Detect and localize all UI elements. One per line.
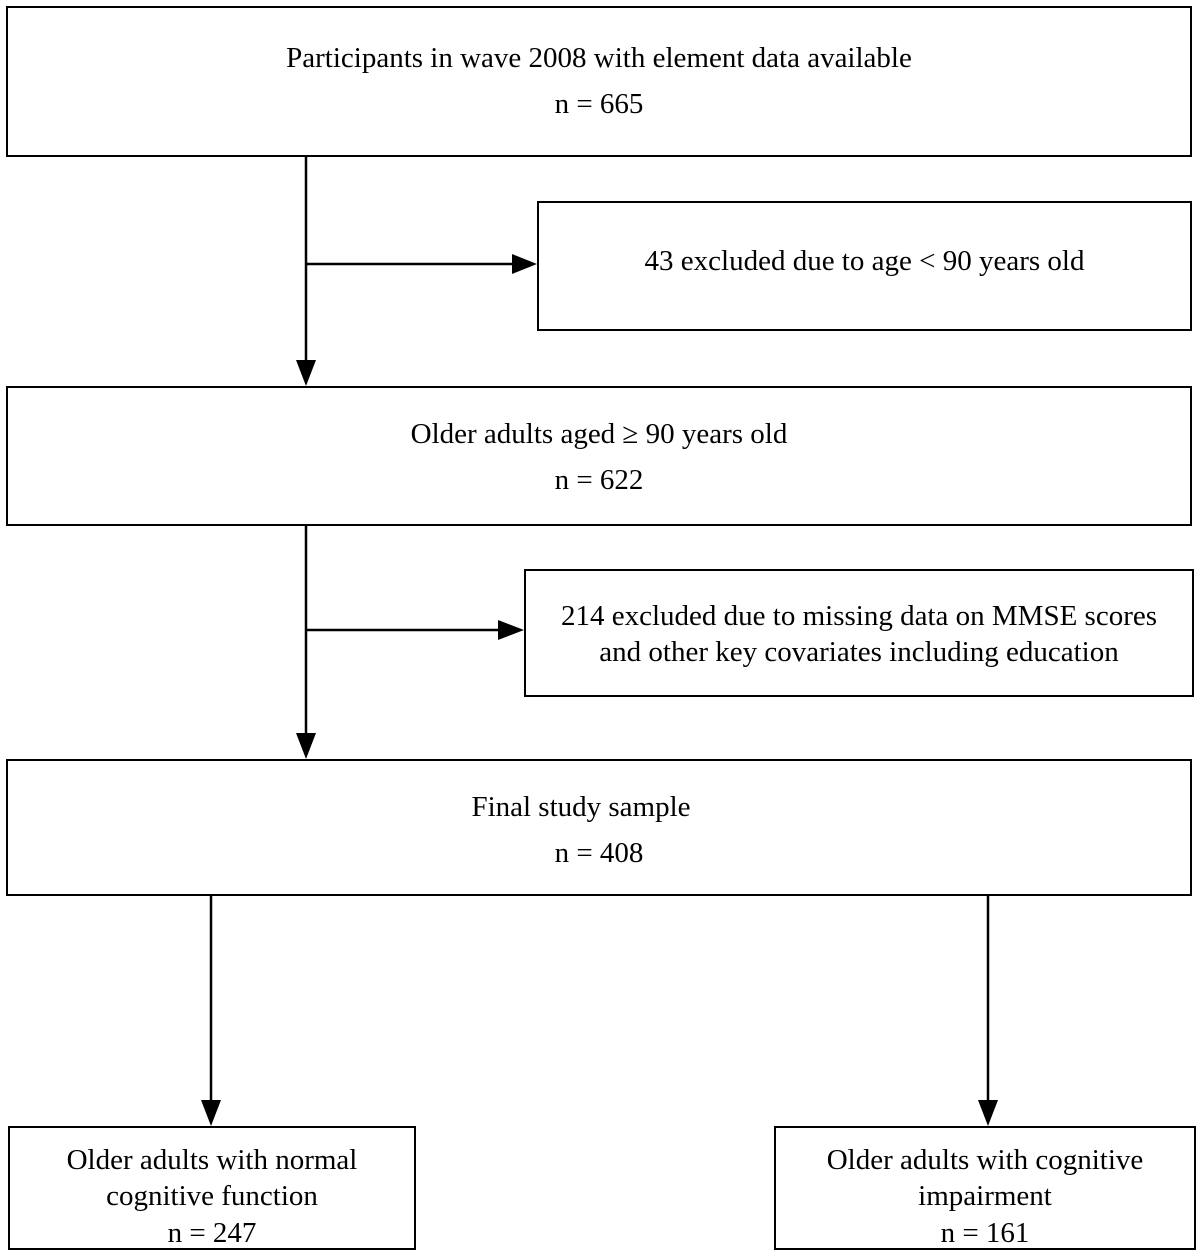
normal-cognition-line2: cognitive function [106, 1180, 318, 1213]
participants-title: Participants in wave 2008 with element d… [286, 42, 912, 74]
arrowhead-final [296, 733, 316, 759]
final-sample-count: n = 408 [554, 837, 644, 870]
normal-cognition-line1: Older adults with normal [66, 1144, 358, 1176]
aged90-count: n = 622 [554, 464, 644, 497]
cognitive-impairment-count: n = 161 [940, 1216, 1030, 1249]
excluded-missing-line1: 214 excluded due to missing data on MMSE… [560, 600, 1158, 632]
arrowhead-excluded-missing [498, 620, 524, 640]
normal-cognition-count: n = 247 [167, 1216, 257, 1249]
arrowhead-excluded-age [512, 254, 537, 274]
excluded-missing-box: 214 excluded due to missing data on MMSE… [524, 569, 1194, 697]
excluded-missing-line2: and other key covariates including educa… [599, 636, 1119, 669]
final-sample-title: Final study sample [471, 791, 691, 823]
arrowhead-aged90 [296, 360, 316, 386]
participants-box: Participants in wave 2008 with element d… [6, 6, 1192, 157]
normal-cognition-box: Older adults with normal cognitive funct… [8, 1126, 416, 1250]
excluded-age-box: 43 excluded due to age < 90 years old [537, 201, 1192, 331]
aged90-box: Older adults aged ≥ 90 years old n = 622 [6, 386, 1192, 526]
participants-count: n = 665 [554, 88, 644, 121]
cognitive-impairment-line2: impairment [918, 1180, 1052, 1213]
excluded-age-text: 43 excluded due to age < 90 years old [644, 245, 1085, 277]
arrowhead-impaired [978, 1100, 998, 1126]
cognitive-impairment-box: Older adults with cognitive impairment n… [774, 1126, 1196, 1250]
arrowhead-normal [201, 1100, 221, 1126]
aged90-title: Older adults aged ≥ 90 years old [410, 418, 788, 450]
final-sample-box: Final study sample n = 408 [6, 759, 1192, 896]
cognitive-impairment-line1: Older adults with cognitive [826, 1144, 1144, 1176]
